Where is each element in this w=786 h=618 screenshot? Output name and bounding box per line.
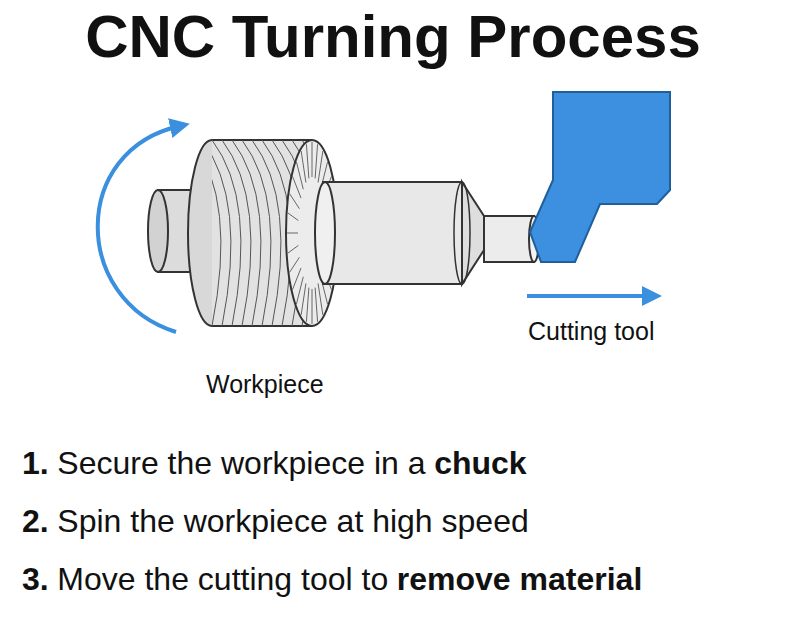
chuck-face-line <box>315 144 317 178</box>
workpiece <box>315 182 539 284</box>
cutting-tool <box>530 92 670 262</box>
chuck-face-line <box>306 288 308 322</box>
chuck-face-line <box>318 151 323 183</box>
step-line: 1.Secure the workpiece in achuck <box>22 443 535 483</box>
chuck-face-line <box>287 233 298 234</box>
workpiece-label: Workpiece <box>206 369 324 399</box>
step-emphasis: chuck <box>434 445 526 481</box>
step-emphasis: 1. <box>22 445 49 481</box>
chuck-face-line <box>289 194 299 209</box>
chuck-face-line <box>301 151 306 183</box>
title: CNC Turning Process <box>0 2 786 72</box>
chuck-face-line <box>312 142 313 177</box>
chuck-face-line <box>315 288 317 322</box>
chuck-knurl <box>232 140 261 326</box>
chuck-knurl <box>212 140 241 326</box>
chuck-face-line <box>306 144 308 178</box>
chuck-face-line <box>288 213 299 221</box>
step-text: Spin the workpiece at high speed <box>57 503 528 539</box>
chuck-face-line <box>288 245 299 253</box>
chuck-face-line <box>289 257 299 272</box>
step-emphasis: 2. <box>22 503 49 539</box>
feed-arrow <box>527 294 652 298</box>
chuck-knurl <box>242 140 271 326</box>
rotation-arrow <box>98 126 180 332</box>
chuck-knurl <box>252 140 281 326</box>
step-emphasis: 3. <box>22 561 49 597</box>
chuck-face-line <box>296 162 303 189</box>
step-text: Secure the workpiece in a <box>57 445 425 481</box>
chuck-face-line <box>312 289 313 324</box>
chuck-face-line <box>296 277 303 304</box>
chuck-knurl <box>222 140 251 326</box>
step-line: 2.Spin the workpiece at high speed <box>22 501 537 541</box>
step-text: Move the cutting tool to <box>57 561 388 597</box>
chuck-face-line <box>318 283 323 315</box>
step-emphasis: remove material <box>397 561 642 597</box>
step-line: 3.Move the cutting tool toremove materia… <box>22 559 651 599</box>
chuck-face-line <box>301 283 306 315</box>
chuck-face-line <box>292 176 301 198</box>
tool-label: Cutting tool <box>528 316 654 346</box>
chuck-knurl <box>212 140 221 326</box>
chuck-face-line <box>292 268 301 290</box>
